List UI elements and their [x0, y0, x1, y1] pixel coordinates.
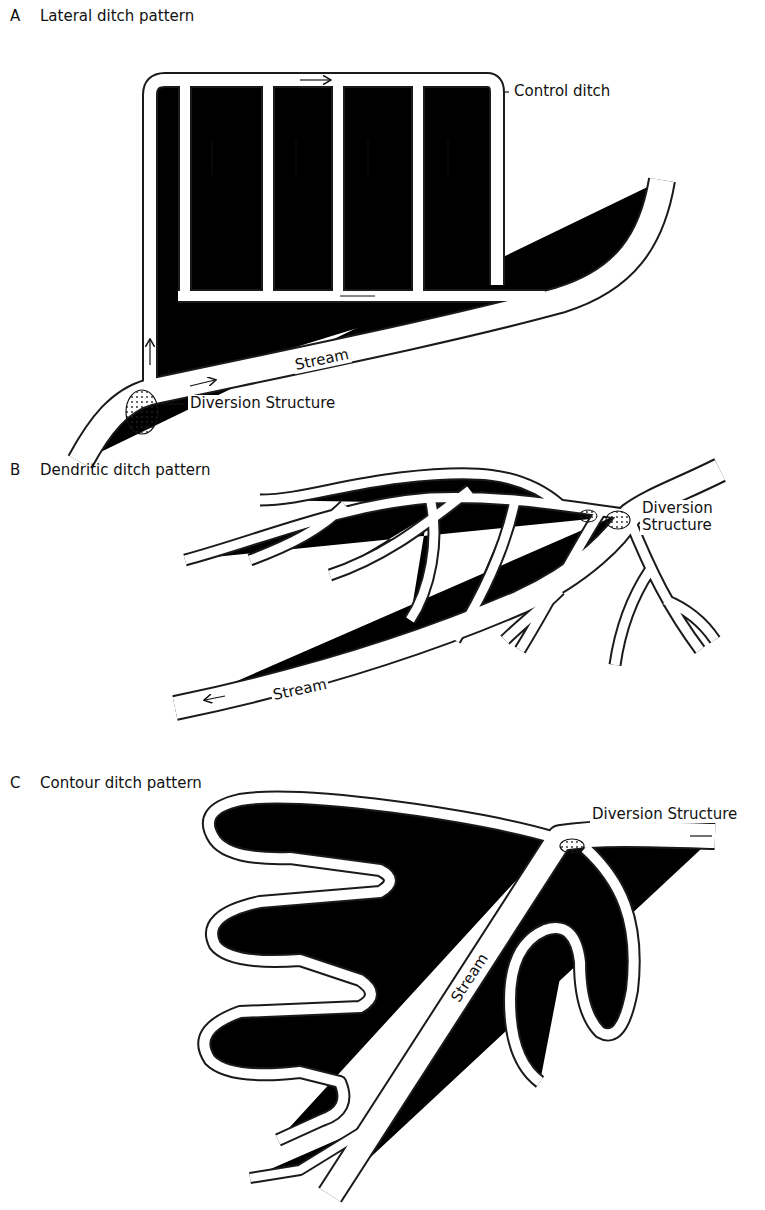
panel-title: Contour ditch pattern	[38, 775, 204, 792]
diversion-structure	[126, 390, 158, 434]
panel-title: Dendritic ditch pattern	[38, 462, 212, 479]
panel-title: Lateral ditch pattern	[38, 8, 196, 25]
panel-letter: A	[8, 8, 22, 25]
part-name: Diversion Structure	[640, 500, 740, 535]
panel-letter: C	[8, 775, 22, 792]
lateral-ditch-network	[80, 80, 662, 462]
dendritic-ditch-network	[175, 470, 720, 708]
diversion-structure	[560, 839, 584, 853]
contour-ditch-network	[204, 798, 715, 1195]
part-name: Control ditch	[512, 83, 612, 100]
panel-letter: B	[8, 462, 22, 479]
diversion-structure	[606, 511, 630, 529]
part-name: Diversion Structure	[188, 395, 337, 412]
part-name: Diversion Structure	[590, 806, 739, 823]
